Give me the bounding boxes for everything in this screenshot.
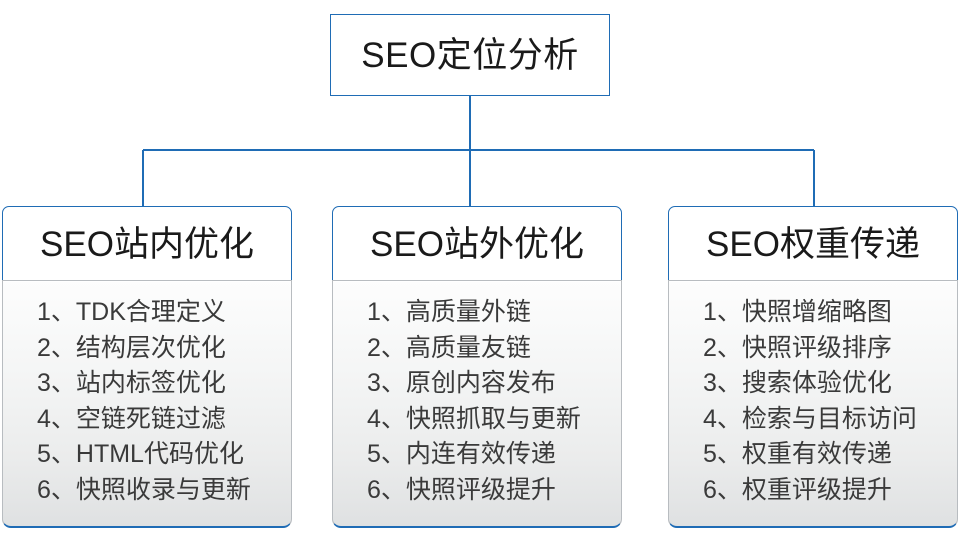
list-item: 5、HTML代码优化 [37,437,291,473]
list-item-index: 1、 [367,298,406,327]
list-item-index: 6、 [367,475,406,504]
list-item-text: 快照评级排序 [741,333,892,362]
branch-header-1[interactable]: SEO站内优化 [2,206,292,282]
list-item: 5、权重有效传递 [703,437,957,473]
list-item: 5、内连有效传递 [367,437,621,473]
list-item-index: 6、 [37,475,76,504]
branch-item-list-1: 1、TDK合理定义 2、结构层次优化 3、站内标签优化 4、空链死链过滤 5、H… [3,295,291,508]
branch-item-list-3: 1、快照增缩略图 2、快照评级排序 3、搜索体验优化 4、检索与目标访问 5、权… [669,295,957,508]
branch-header-title-1: SEO站内优化 [40,224,254,264]
list-item: 4、快照抓取与更新 [367,402,621,438]
list-item-text: TDK合理定义 [75,298,226,327]
list-item-index: 5、 [703,440,742,469]
branch-column-2: SEO站外优化 1、高质量外链 2、高质量友链 3、原创内容发布 4、快照抓取与… [332,206,622,529]
list-item-index: 2、 [703,333,742,362]
list-item: 2、结构层次优化 [37,331,291,367]
branch-body-3: 1、快照增缩略图 2、快照评级排序 3、搜索体验优化 4、检索与目标访问 5、权… [668,280,958,529]
root-node-title: SEO定位分析 [361,35,579,75]
list-item-text: 检索与目标访问 [741,404,917,433]
branch-header-2[interactable]: SEO站外优化 [332,206,622,282]
branch-body-1: 1、TDK合理定义 2、结构层次优化 3、站内标签优化 4、空链死链过滤 5、H… [2,280,292,529]
list-item: 6、快照收录与更新 [37,473,291,509]
list-item: 1、快照增缩略图 [703,295,957,331]
list-item-index: 2、 [367,333,406,362]
list-item-text: 高质量外链 [405,298,531,327]
list-item-text: 快照评级提升 [405,475,556,504]
list-item: 6、快照评级提升 [367,473,621,509]
branch-column-1: SEO站内优化 1、TDK合理定义 2、结构层次优化 3、站内标签优化 4、空链… [2,206,292,529]
list-item-index: 1、 [703,298,742,327]
list-item-text: 权重有效传递 [741,440,892,469]
list-item-index: 2、 [37,333,76,362]
list-item: 3、原创内容发布 [367,366,621,402]
list-item: 6、权重评级提升 [703,473,957,509]
list-item: 2、高质量友链 [367,331,621,367]
list-item-text: 快照抓取与更新 [405,404,581,433]
list-item-text: 权重评级提升 [741,475,892,504]
list-item-text: HTML代码优化 [75,440,244,469]
branch-column-3: SEO权重传递 1、快照增缩略图 2、快照评级排序 3、搜索体验优化 4、检索与… [668,206,958,529]
list-item: 1、高质量外链 [367,295,621,331]
list-item-index: 3、 [703,369,742,398]
list-item-text: 站内标签优化 [75,369,226,398]
list-item-index: 3、 [37,369,76,398]
list-item-text: 快照收录与更新 [75,475,251,504]
branch-header-3[interactable]: SEO权重传递 [668,206,958,282]
list-item-text: 搜索体验优化 [741,369,892,398]
list-item: 1、TDK合理定义 [37,295,291,331]
list-item: 3、站内标签优化 [37,366,291,402]
list-item-index: 6、 [703,475,742,504]
list-item-index: 5、 [37,440,76,469]
list-item-index: 4、 [37,404,76,433]
list-item-text: 结构层次优化 [75,333,226,362]
list-item-index: 4、 [367,404,406,433]
list-item-text: 高质量友链 [405,333,531,362]
list-item: 3、搜索体验优化 [703,366,957,402]
branch-item-list-2: 1、高质量外链 2、高质量友链 3、原创内容发布 4、快照抓取与更新 5、内连有… [333,295,621,508]
list-item: 2、快照评级排序 [703,331,957,367]
list-item-text: 快照增缩略图 [741,298,892,327]
list-item-index: 3、 [367,369,406,398]
list-item-text: 内连有效传递 [405,440,556,469]
list-item: 4、空链死链过滤 [37,402,291,438]
branch-header-title-2: SEO站外优化 [370,224,584,264]
list-item-index: 5、 [367,440,406,469]
list-item-index: 1、 [37,298,76,327]
list-item-text: 原创内容发布 [405,369,556,398]
branch-header-title-3: SEO权重传递 [706,224,920,264]
root-node[interactable]: SEO定位分析 [330,14,610,96]
branch-body-2: 1、高质量外链 2、高质量友链 3、原创内容发布 4、快照抓取与更新 5、内连有… [332,280,622,529]
list-item: 4、检索与目标访问 [703,402,957,438]
list-item-text: 空链死链过滤 [75,404,226,433]
list-item-index: 4、 [703,404,742,433]
